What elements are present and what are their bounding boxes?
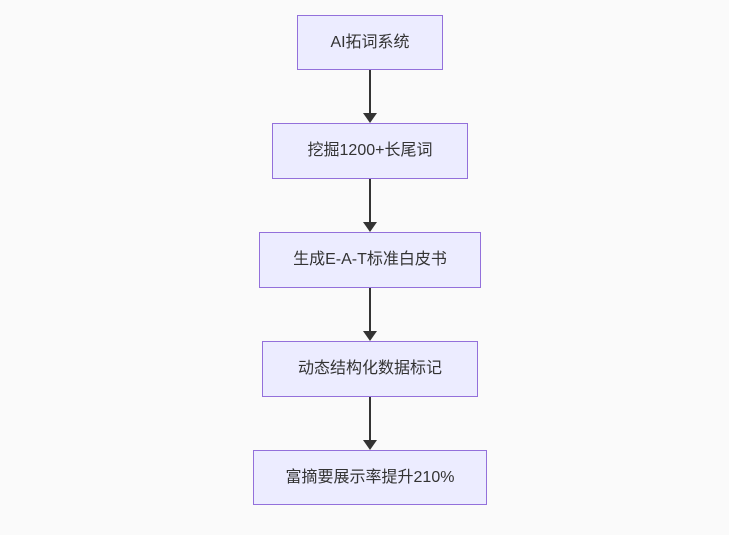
arrowhead-icon — [363, 222, 377, 232]
arrowhead-icon — [363, 440, 377, 450]
arrowhead-icon — [363, 331, 377, 341]
flow-node-eat-whitepaper: 生成E-A-T标准白皮书 — [259, 232, 481, 288]
flow-node-longtail-mining: 挖掘1200+长尾词 — [272, 123, 468, 179]
flow-node-rich-snippet-uplift: 富摘要展示率提升210% — [253, 450, 487, 505]
flow-arrow — [363, 179, 377, 232]
flow-node-structured-data-markup: 动态结构化数据标记 — [262, 341, 478, 397]
arrowhead-icon — [363, 113, 377, 123]
arrow-line — [369, 397, 371, 441]
arrow-line — [369, 179, 371, 223]
flow-arrow — [363, 288, 377, 341]
flow-arrow — [363, 70, 377, 123]
arrow-line — [369, 288, 371, 332]
flow-arrow — [363, 397, 377, 450]
flowchart: AI拓词系统 挖掘1200+长尾词 生成E-A-T标准白皮书 动态结构化数据标记… — [253, 15, 487, 505]
arrow-line — [369, 70, 371, 114]
flow-node-ai-word-expansion: AI拓词系统 — [297, 15, 443, 70]
